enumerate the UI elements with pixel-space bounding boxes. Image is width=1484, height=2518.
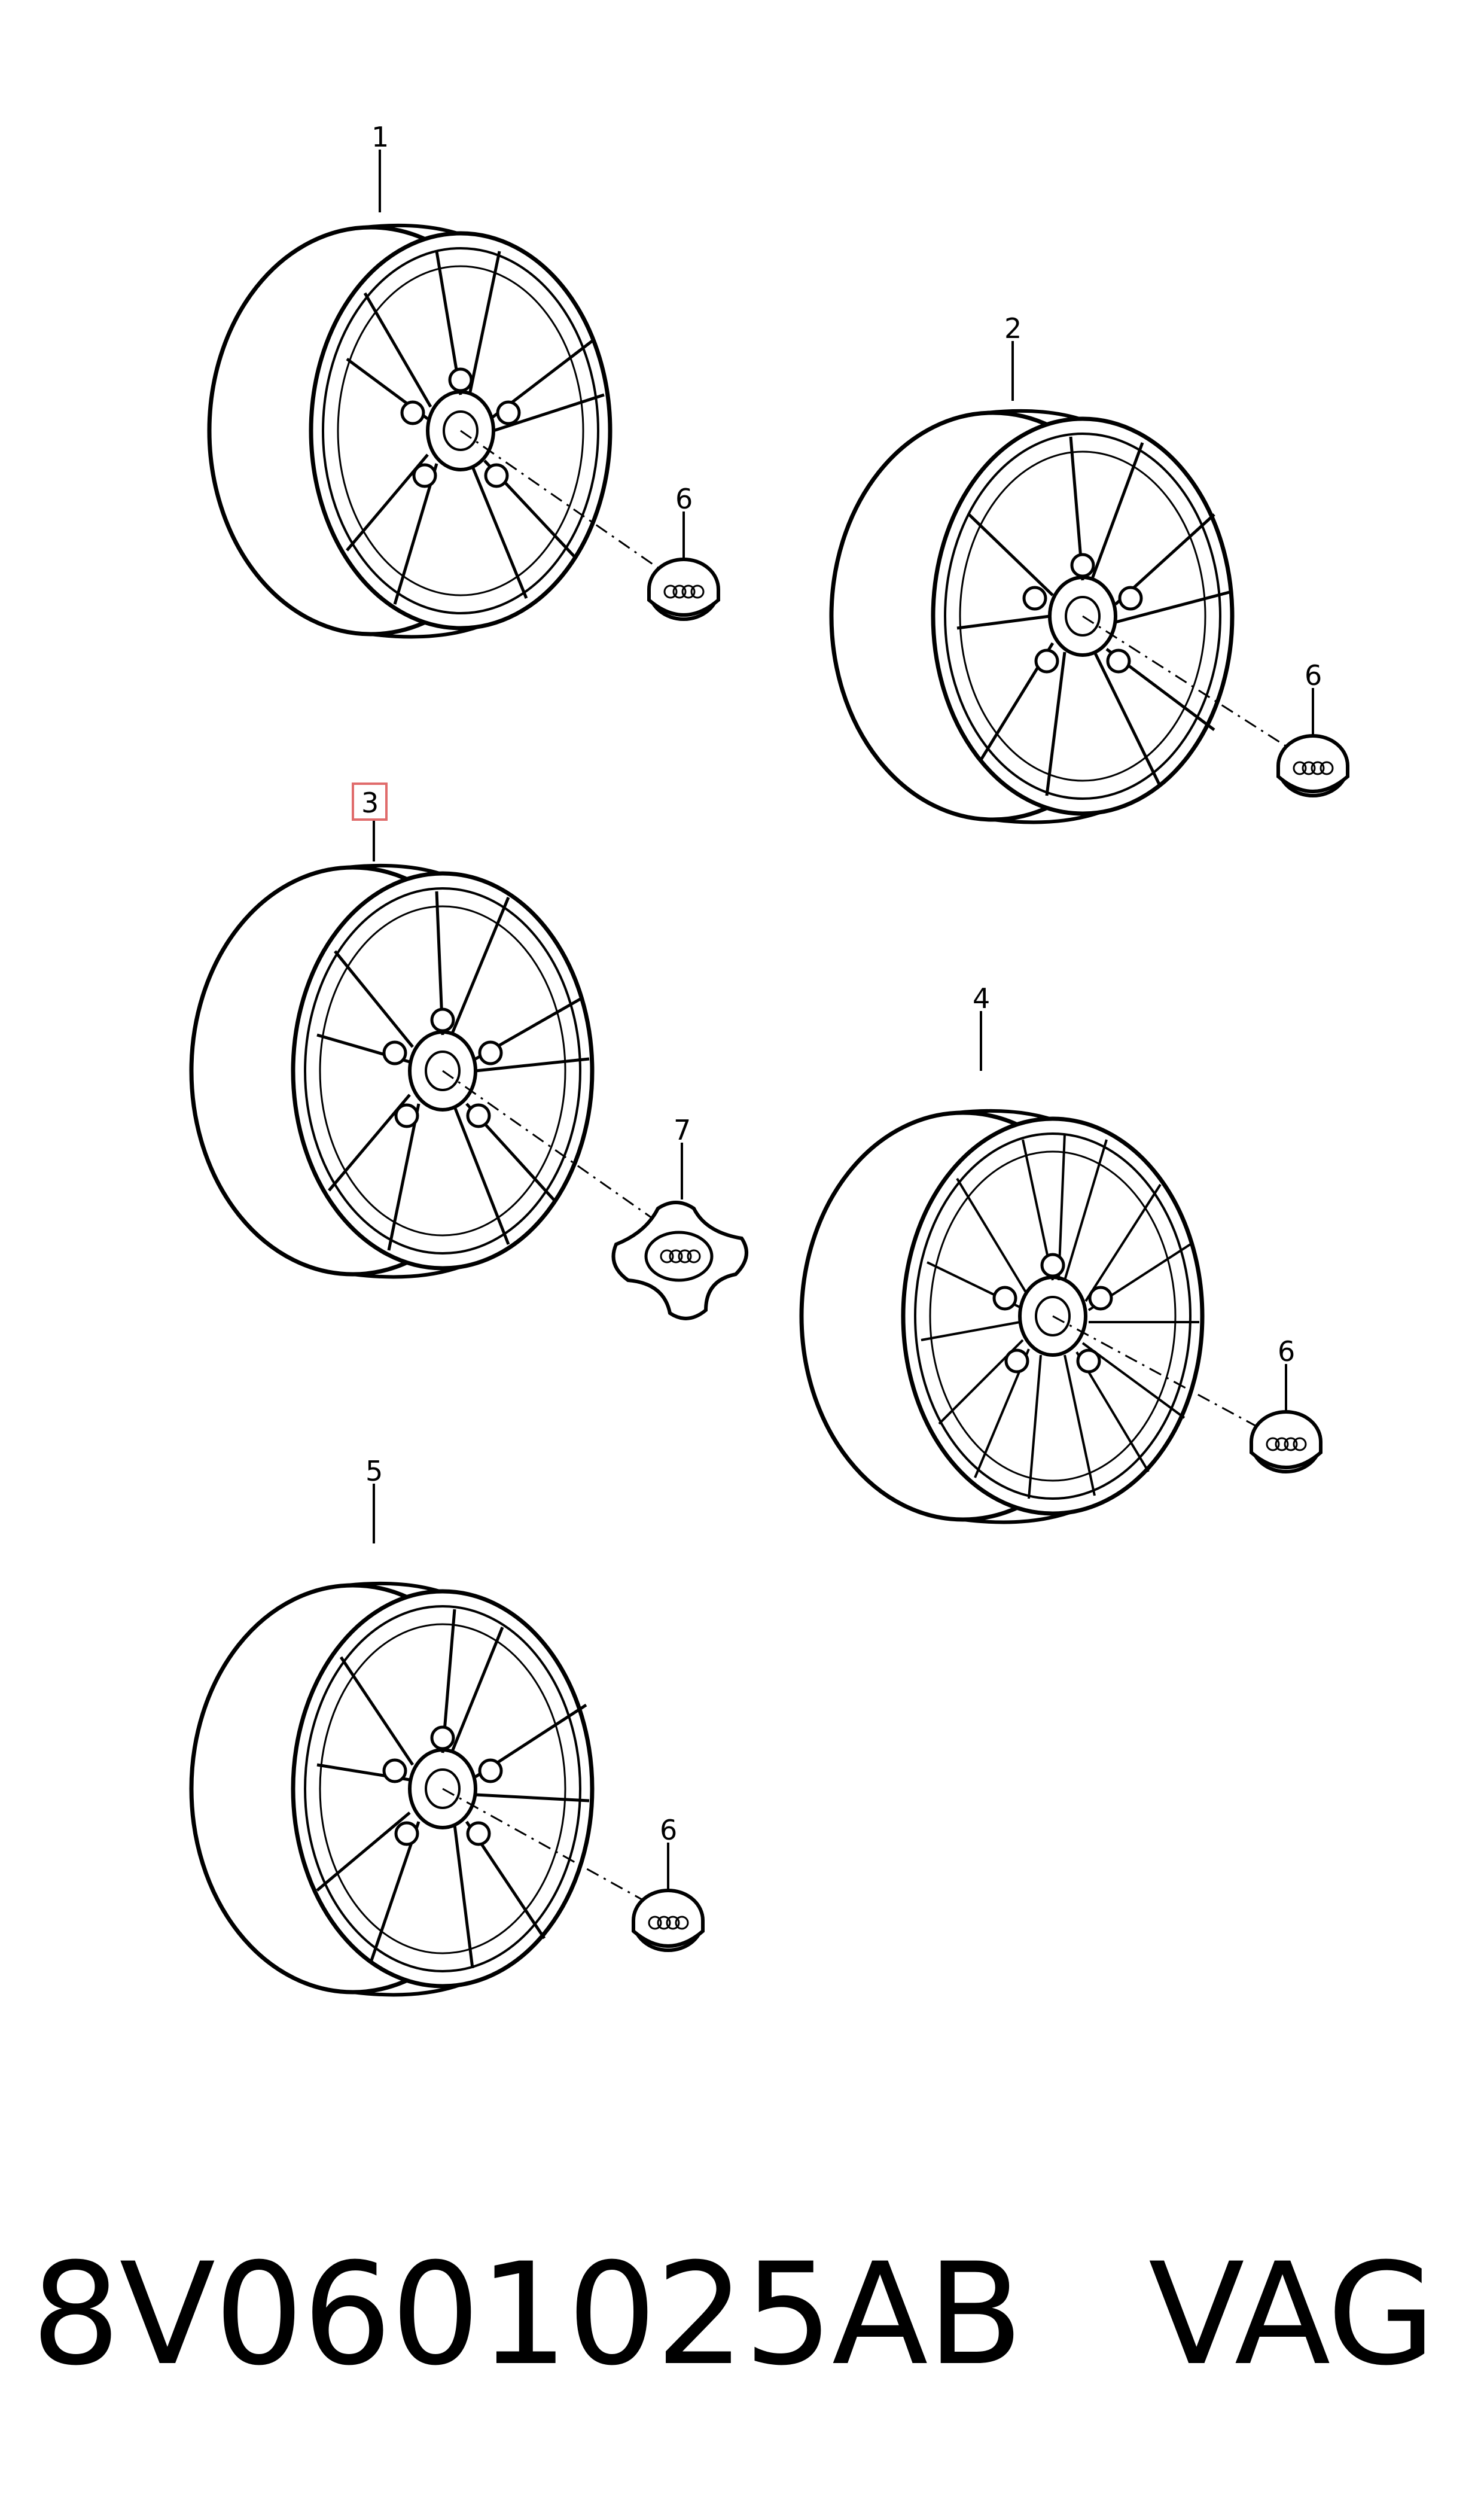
callout-2: 2 [1004,312,1022,345]
wheel-parts-diagram: 1 2 3 4 5 6 6 6 6 7 [0,121,1484,2184]
callout-6b: 6 [1305,659,1322,692]
wheel-2 [831,411,1232,823]
callout-6c: 6 [1278,1335,1295,1368]
center-cap-6d [633,1890,703,1950]
wheel-1 [209,226,610,637]
callout-6d: 6 [660,1814,677,1846]
wheel-5 [191,1584,592,1995]
callout-4: 4 [973,982,990,1015]
wheel-4 [802,1111,1202,1523]
spider-cap-7 [611,1201,748,1320]
callout-6a: 6 [675,483,693,515]
callout-3-highlight-box [352,783,388,821]
part-number: 8V0601025AB [31,2233,1023,2397]
center-cap-6b [1278,736,1348,796]
axis-lines [442,430,1299,1910]
callout-7: 7 [674,1114,691,1146]
brand-name: VAG [1148,2233,1436,2397]
wheel-3 [191,866,592,1277]
leader-lines [373,150,1314,1893]
callout-1: 1 [371,121,389,153]
center-cap-6c [1251,1412,1321,1472]
center-cap-6a [649,559,718,619]
callout-5: 5 [365,1455,383,1487]
callout-3: 3 [361,787,379,819]
